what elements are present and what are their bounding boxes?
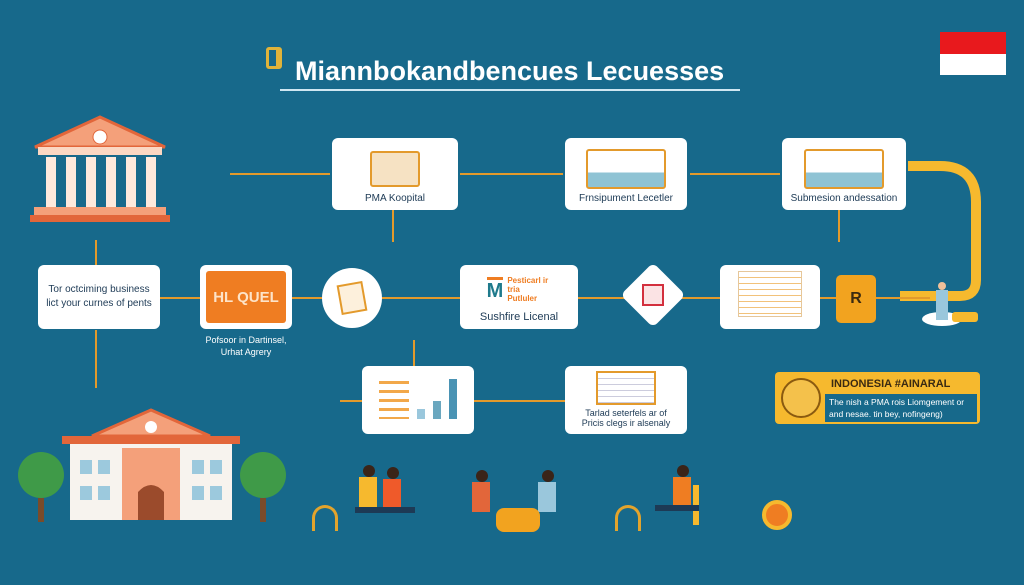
hl-caption: Pofsoor in Dartinsel, Urhat Agrery bbox=[205, 335, 287, 357]
flow-arrow bbox=[392, 210, 394, 242]
flow-arrow bbox=[340, 400, 362, 402]
step-label: Submesion andessation bbox=[790, 193, 898, 204]
indonesia-banner: INDONESIA #AINARAL The nish a PMA rois L… bbox=[775, 372, 980, 424]
indonesia-flag-icon bbox=[940, 32, 1006, 75]
hl-sign: HL QUEL bbox=[206, 271, 286, 323]
plant-icon bbox=[312, 505, 338, 531]
step-card-tariff[interactable]: Tarlad seterfels ar of Pricis clegs ir a… bbox=[565, 366, 687, 434]
r-badge-icon: R bbox=[836, 275, 876, 323]
gear-emblem-icon bbox=[762, 500, 792, 530]
info-text: Tor octciming business lict your curnes … bbox=[46, 284, 152, 309]
flow-arrow bbox=[578, 297, 628, 299]
indonesia-title: INDONESIA #AINARAL bbox=[831, 378, 951, 390]
tree-icon bbox=[240, 452, 286, 522]
school-building-icon bbox=[62, 408, 240, 520]
flow-arrow bbox=[678, 297, 720, 299]
step-card-documents[interactable] bbox=[720, 265, 820, 329]
step-card-document[interactable]: Frnsipument Lecetler bbox=[565, 138, 687, 210]
tree-icon bbox=[18, 452, 64, 522]
step-label: Sushfire Licenal bbox=[479, 311, 559, 323]
box-diamond-icon bbox=[620, 262, 686, 328]
yellow-connector-curve bbox=[900, 161, 981, 301]
title-underline bbox=[280, 89, 740, 91]
meeting-people-icon bbox=[586, 149, 666, 189]
flow-arrow bbox=[876, 297, 930, 299]
plant-icon bbox=[615, 505, 641, 531]
open-book-icon bbox=[596, 371, 656, 405]
people-working-icon bbox=[355, 465, 415, 535]
consultation-icon bbox=[804, 149, 884, 189]
document-certificate-icon bbox=[370, 151, 420, 187]
license-logo-text: Pesticarl ir tria Putluler bbox=[507, 276, 549, 303]
page-title: Miannbokandbencues Lecuesses bbox=[295, 56, 725, 86]
flow-arrow bbox=[690, 173, 780, 175]
step-label: Tarlad seterfels ar of Pricis clegs ir a… bbox=[581, 408, 671, 428]
flow-arrow bbox=[474, 400, 565, 402]
government-building-icon bbox=[30, 115, 170, 223]
flow-arrow bbox=[292, 297, 322, 299]
report-chart-icon bbox=[379, 375, 457, 419]
hl-card[interactable]: HL QUEL bbox=[200, 265, 292, 329]
flow-arrow bbox=[413, 340, 415, 366]
person-laptop-icon bbox=[655, 465, 711, 535]
document-seal-icon bbox=[738, 271, 802, 317]
meeting-coins-icon bbox=[462, 470, 572, 536]
flow-arrow bbox=[838, 210, 840, 242]
flow-arrow bbox=[160, 297, 200, 299]
flow-arrow bbox=[382, 297, 460, 299]
garuda-seal-icon bbox=[781, 378, 821, 418]
flow-arrow bbox=[230, 173, 330, 175]
flow-arrow bbox=[460, 173, 563, 175]
businessman-icon bbox=[922, 282, 982, 328]
info-box: Tor octciming business lict your curnes … bbox=[38, 265, 160, 329]
m-logo-icon: M bbox=[486, 276, 504, 303]
documents-circle-icon bbox=[322, 268, 382, 328]
flow-arrow bbox=[95, 330, 97, 388]
step-card-pma-capital[interactable]: PMA Koopital bbox=[332, 138, 458, 210]
step-label: Frnsipument Lecetler bbox=[579, 193, 673, 204]
flow-arrow bbox=[95, 240, 97, 265]
step-card-submission[interactable]: Submesion andessation bbox=[782, 138, 906, 210]
step-label: PMA Koopital bbox=[364, 193, 426, 204]
step-card-license[interactable]: M Pesticarl ir tria Putluler Sushfire Li… bbox=[460, 265, 578, 329]
step-card-report[interactable] bbox=[362, 366, 474, 434]
title-icon bbox=[266, 47, 282, 69]
flow-arrow bbox=[820, 297, 836, 299]
indonesia-text: The nish a PMA rois Liomgement or and ne… bbox=[825, 394, 977, 422]
